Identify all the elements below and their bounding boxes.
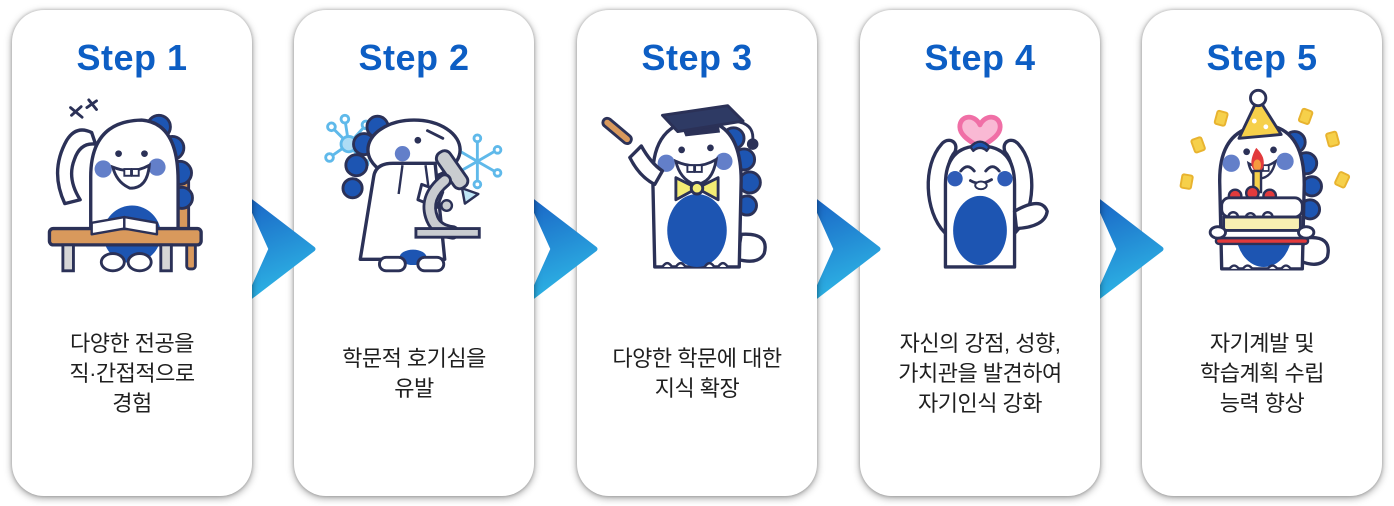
step-description: 다양한 학문에 대한 지식 확장 (585, 318, 809, 430)
chevron-right-arrow-icon (528, 197, 598, 301)
chevron-right-arrow-icon (1094, 197, 1164, 301)
step-card-5: Step 5 (1142, 10, 1382, 496)
chevron-right-arrow-icon (246, 197, 316, 301)
dino-professor-illustration-svg (601, 104, 767, 269)
step-card-4: Step 4 (860, 10, 1100, 496)
description-line: 직·간접적으로 (69, 361, 195, 386)
description-line: 자기계발 및 (1209, 331, 1315, 356)
party-hat-icon (1237, 96, 1283, 140)
chevron-right-arrow-icon (811, 197, 881, 301)
dino-heart-illustration-svg (926, 114, 1049, 269)
description-line: 유발 (394, 376, 434, 401)
description-line: 자기인식 강화 (917, 391, 1043, 416)
description-line: 다양한 전공을 (69, 331, 195, 356)
dino-celebration-illustration-svg (1179, 88, 1351, 271)
dino-studying-at-desk-illustration (12, 82, 252, 282)
step-title: Step 5 (1206, 37, 1318, 78)
description-line: 자신의 강점, 성향, (899, 331, 1061, 356)
description-line: 지식 확장 (654, 376, 740, 401)
step-card-1: Step 1 (12, 10, 252, 496)
birthday-cake-icon (1214, 147, 1310, 246)
step-description: 자기계발 및 학습계획 수립 능력 향상 (1150, 318, 1374, 430)
confetti-icon (1179, 107, 1351, 190)
step-description: 학문적 호기심을 유발 (302, 318, 526, 430)
description-line: 학습계획 수립 (1199, 361, 1325, 386)
dino-studying-illustration-svg (47, 98, 203, 273)
dino-self-discovery-with-heart-illustration (860, 82, 1100, 282)
dino-celebration-with-cake-illustration (1142, 82, 1382, 282)
dino-scientist-illustration-svg (324, 113, 503, 273)
step-title: Step 1 (76, 37, 188, 78)
description-line: 다양한 학문에 대한 (612, 346, 782, 371)
description-line: 가치관을 발견하여 (898, 361, 1062, 386)
step-card-2: Step 2 (294, 10, 534, 496)
description-line: 능력 향상 (1219, 391, 1305, 416)
description-line: 학문적 호기심을 (342, 346, 486, 371)
step-description: 다양한 전공을 직·간접적으로 경험 (20, 318, 244, 430)
step-title: Step 3 (641, 37, 753, 78)
description-line: 경험 (112, 391, 152, 416)
step-title: Step 2 (358, 37, 470, 78)
step-description: 자신의 강점, 성향, 가치관을 발견하여 자기인식 강화 (868, 318, 1092, 430)
step-card-3: Step 3 (577, 10, 817, 496)
dino-scientist-with-microscope-illustration (294, 82, 534, 282)
dino-professor-with-pointer-illustration (577, 82, 817, 282)
step-title: Step 4 (924, 37, 1036, 78)
